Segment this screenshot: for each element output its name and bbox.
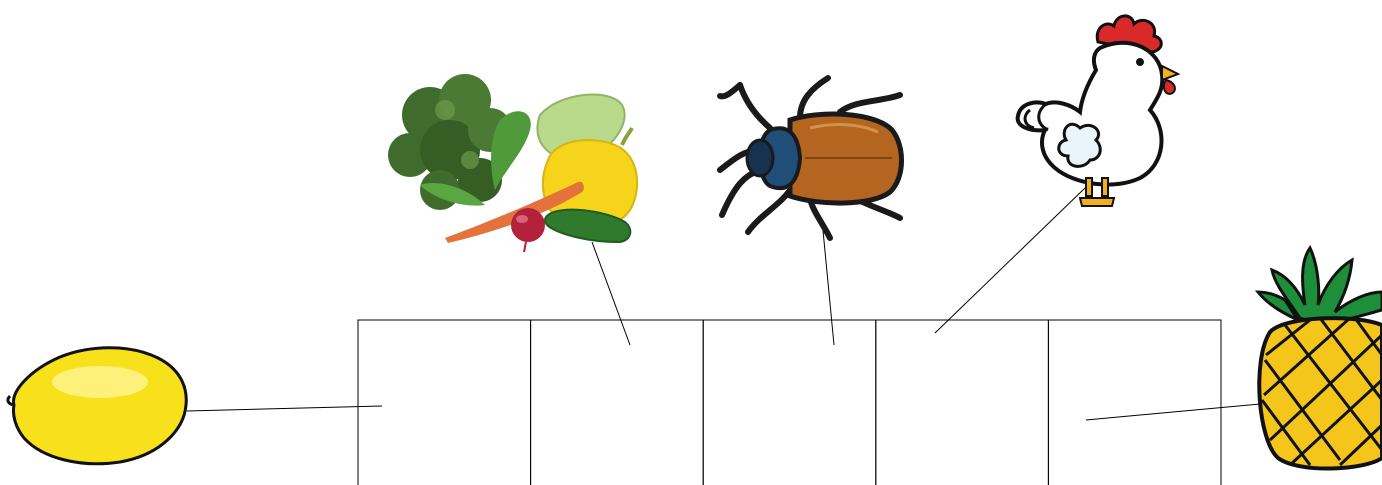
lemon-image bbox=[8, 348, 186, 464]
box-5[interactable] bbox=[1048, 320, 1221, 485]
connector-lines bbox=[187, 188, 1293, 420]
box-row bbox=[358, 320, 1221, 485]
hen-image bbox=[1018, 16, 1178, 206]
box-3[interactable] bbox=[703, 320, 876, 485]
lemon-connector bbox=[187, 406, 382, 411]
box-4[interactable] bbox=[876, 320, 1049, 485]
box-1[interactable] bbox=[358, 320, 531, 485]
vegetables-image bbox=[388, 74, 637, 252]
hen-connector bbox=[935, 188, 1085, 333]
pineapple-image bbox=[1258, 248, 1382, 469]
box-2[interactable] bbox=[531, 320, 704, 485]
beetle-image bbox=[720, 78, 902, 238]
vegetables-connector bbox=[592, 242, 630, 345]
